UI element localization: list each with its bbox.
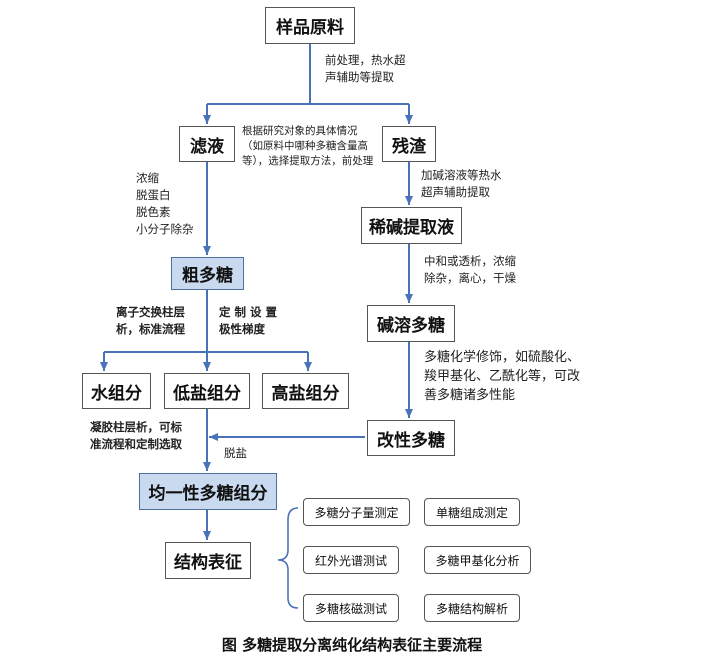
node-filtrate: 滤液 — [179, 126, 235, 162]
node-alkali-soluble-polysaccharide: 碱溶多糖 — [367, 305, 455, 342]
label-gel-column: 凝胶柱层析，可标 准流程和定制选取 — [90, 420, 182, 451]
method-methylation-analysis: 多糖甲基化分析 — [424, 546, 531, 574]
node-dilute-alkali-extract: 稀碱提取液 — [361, 207, 462, 244]
method-structure-analysis: 多糖结构解析 — [424, 594, 520, 622]
method-nmr-test: 多糖核磁测试 — [303, 594, 399, 622]
node-homogeneous-fraction: 均一性多糖组分 — [139, 473, 277, 510]
node-raw-material: 样品原料 — [265, 7, 355, 44]
node-low-salt-fraction: 低盐组分 — [164, 373, 250, 409]
label-ion-exchange: 离子交换柱层 析，标准流程 — [116, 305, 185, 336]
node-water-fraction: 水组分 — [82, 373, 151, 409]
node-modified-polysaccharide: 改性多糖 — [367, 420, 455, 456]
figure-caption: 图 多糖提取分离纯化结构表征主要流程 — [221, 636, 483, 654]
method-molecular-weight: 多糖分子量测定 — [303, 498, 410, 526]
node-high-salt-fraction: 高盐组分 — [262, 373, 349, 409]
node-residue: 残渣 — [382, 126, 436, 162]
method-monosaccharide-composition: 单糖组成测定 — [424, 498, 520, 526]
methods-bracket — [277, 507, 299, 609]
node-crude-polysaccharide: 粗多糖 — [171, 257, 244, 290]
method-infrared-spectrum: 红外光谱测试 — [303, 546, 399, 574]
label-neutralize: 中和或透析，浓缩 除杂，离心，干燥 — [424, 254, 516, 285]
label-choose-method: 根据研究对象的具体情况 （如原料中哪种多糖含量高 等），选择提取方法，前处理 — [242, 125, 374, 167]
label-custom-gradient: 定 制 设 置 极性梯度 — [219, 305, 278, 336]
label-chem-modification: 多糖化学修饰，如硫酸化、 羧甲基化、乙酰化等，可改 善多糖诸多性能 — [424, 350, 581, 403]
node-structure-characterization: 结构表征 — [165, 542, 251, 579]
label-desalting: 脱盐 — [224, 446, 247, 460]
label-purify-steps: 浓缩 脱蛋白 脱色素 小分子除杂 — [136, 171, 194, 236]
label-alkali-extraction: 加碱溶液等热水 超声辅助提取 — [421, 168, 502, 199]
label-pretreatment: 前处理，热水超 声辅助等提取 — [325, 53, 406, 84]
